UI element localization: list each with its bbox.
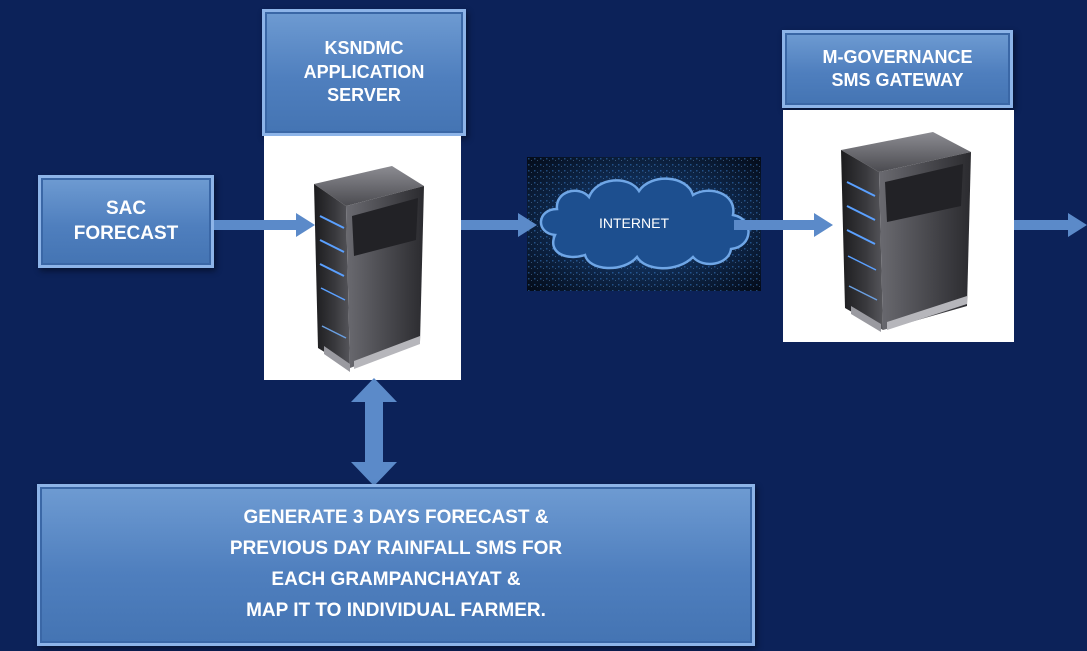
sms-gateway-server-image [783,110,1014,342]
ksndmc-server-box: KSNDMC APPLICATION SERVER [262,9,466,136]
ksndmc-line-3: SERVER [327,85,401,106]
ksndmc-line-1: KSNDMC [324,38,404,59]
mgov-gateway-box: M-GOVERNANCE SMS GATEWAY [782,30,1013,108]
sac-forecast-line-1: SAC [105,197,147,219]
arrow-ksndmc-to-internet [461,213,537,237]
ksndmc-server-image [264,136,461,380]
internet-background [527,157,761,291]
arrow-internet-to-gateway [734,213,833,237]
arrow-gateway-out [1014,213,1087,237]
generate-line-3: EACH GRAMPANCHAYAT & [271,569,521,590]
internet-panel: INTERNET [527,157,761,291]
mgov-line-2: SMS GATEWAY [831,70,964,90]
mgov-line-1: M-GOVERNANCE [822,46,973,67]
server-tower-icon [841,132,971,332]
generate-sms-box: GENERATE 3 DAYS FORECAST & PREVIOUS DAY … [37,484,755,646]
arrow-sac-to-ksndmc [214,213,315,237]
internet-label: INTERNET [599,215,669,231]
generate-line-4: MAP IT TO INDIVIDUAL FARMER. [246,599,546,621]
cloud-icon [539,177,750,270]
server-tower-icon [314,166,424,372]
arrow-ksndmc-generate-bidirectional [351,378,397,486]
generate-line-2: PREVIOUS DAY RAINFALL SMS FOR [229,538,563,560]
generate-line-1: GENERATE 3 DAYS FORECAST & [243,507,549,529]
sac-forecast-line-2: FORECAST [73,222,179,244]
sac-forecast-box: SAC FORECAST [38,175,214,268]
ksndmc-line-2: APPLICATION [303,61,425,82]
